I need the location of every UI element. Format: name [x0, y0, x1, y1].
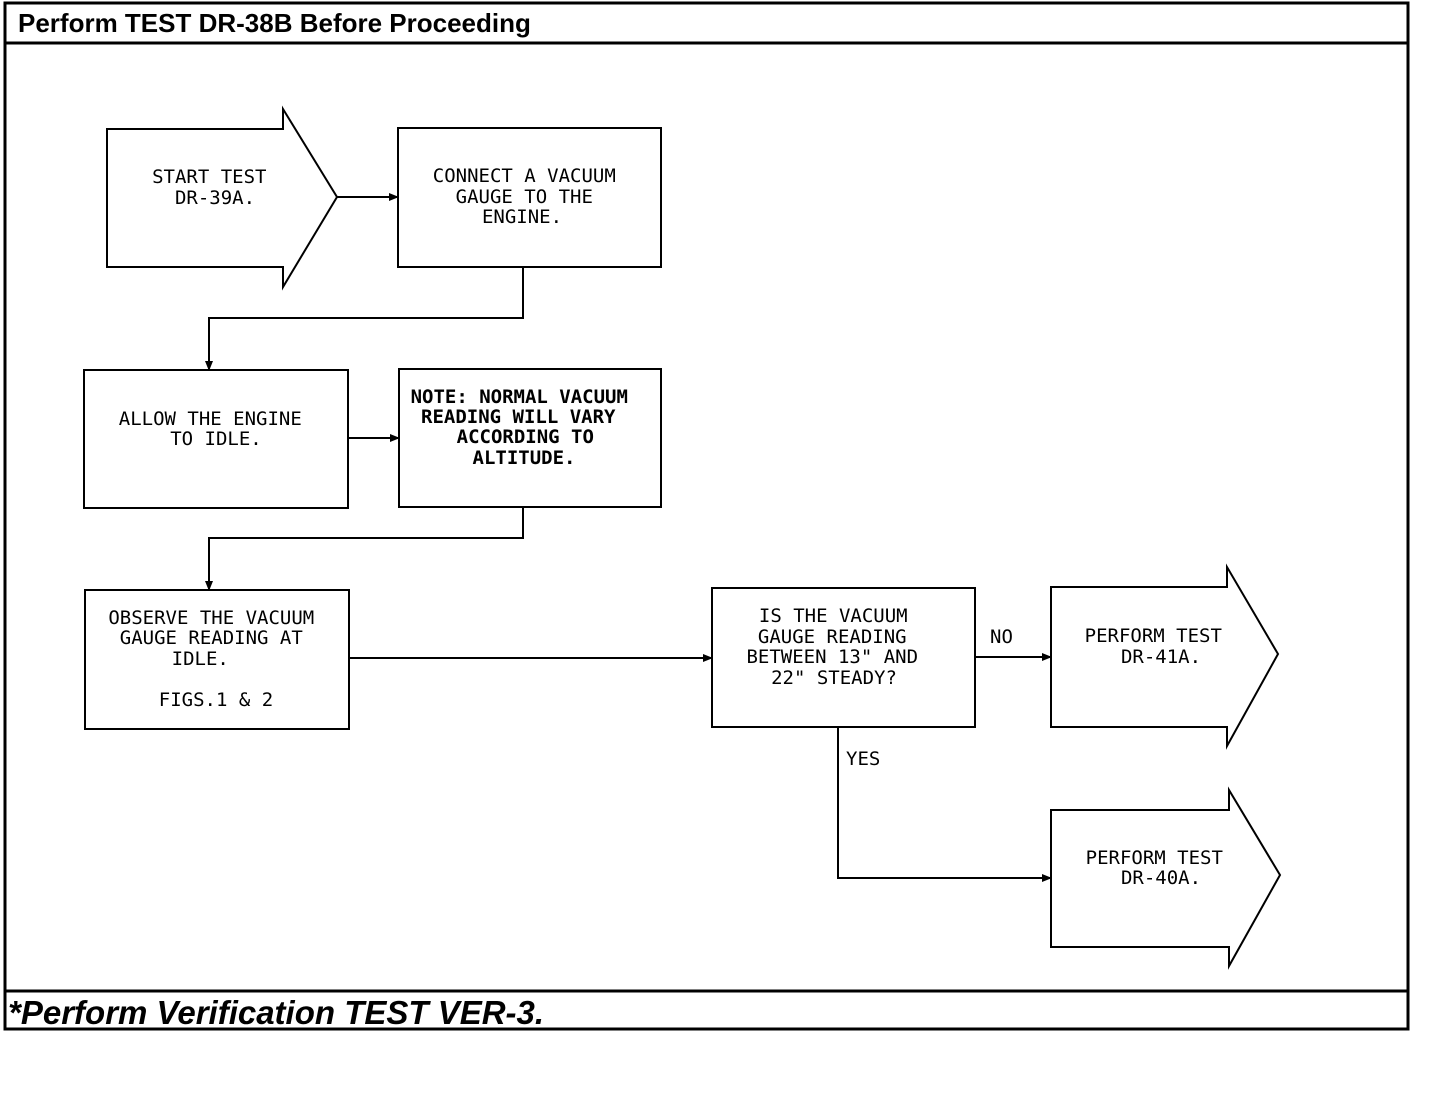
perform-dr40a-text: PERFORM TEST DR-40A. [1086, 847, 1235, 889]
decision-text: IS THE VACUUM GAUGE READING BETWEEN 13" … [746, 605, 929, 689]
start-line-2: DR-39A. [175, 187, 255, 209]
observe-line-1: OBSERVE THE VACUUM [108, 607, 314, 629]
note-box [398, 368, 662, 508]
yes-label: YES [846, 748, 880, 770]
note-line-1: NOTE: NORMAL VACUUM [411, 386, 628, 408]
outer-frame [3, 1, 1410, 1031]
start-test-arrow [106, 105, 339, 291]
dr41-line-1: PERFORM TEST [1085, 625, 1222, 647]
idle-line-2: TO IDLE. [170, 428, 262, 450]
start-line-1: START TEST [152, 166, 266, 188]
dr40-line-1: PERFORM TEST [1086, 847, 1223, 869]
allow-idle-text: ALLOW THE ENGINE TO IDLE. [119, 408, 313, 450]
decision-line-4: 22" STEADY? [771, 667, 897, 689]
header-title: Perform TEST DR-38B Before Proceeding [18, 8, 531, 38]
note-line-4: ALTITUDE. [473, 447, 576, 469]
decision-line-2: GAUGE READING [758, 626, 907, 648]
connect-gauge-text: CONNECT A VACUUM GAUGE TO THE ENGINE. [433, 165, 627, 228]
connect-line-1: CONNECT A VACUUM [433, 165, 616, 187]
start-test-text: START TEST DR-39A. [152, 166, 278, 209]
connect-line-2: GAUGE TO THE [456, 186, 593, 208]
no-label: NO [990, 626, 1013, 648]
perform-dr41a-text: PERFORM TEST DR-41A. [1085, 625, 1234, 668]
decision-line-1: IS THE VACUUM [759, 605, 908, 627]
edge-connect-to-idle [205, 267, 524, 371]
observe-line-5: FIGS.1 & 2 [159, 689, 273, 711]
allow-idle-box [83, 369, 349, 509]
observe-reading-box [84, 589, 350, 730]
observe-line-2: GAUGE READING AT [120, 627, 303, 649]
note-line-2: READING WILL VARY [421, 406, 616, 428]
connect-line-3: ENGINE. [482, 206, 562, 228]
perform-dr41a-arrow [1050, 563, 1280, 750]
decision-line-3: BETWEEN 13" AND [746, 646, 918, 668]
decision-box [711, 587, 976, 728]
observe-reading-text: OBSERVE THE VACUUM GAUGE READING AT IDLE… [108, 607, 325, 711]
edge-note-to-observe [205, 507, 524, 591]
note-line-3: ACCORDING TO [457, 426, 594, 448]
dr41-line-2: DR-41A. [1121, 646, 1201, 668]
edge-decision-yes [837, 727, 1052, 882]
perform-dr40a-arrow [1050, 786, 1282, 970]
footer-note: *Perform Verification TEST VER-3. [8, 994, 544, 1031]
note-text: NOTE: NORMAL VACUUM READING WILL VARY AC… [411, 386, 640, 469]
idle-line-1: ALLOW THE ENGINE [119, 408, 302, 430]
observe-line-3: IDLE. [172, 648, 229, 670]
dr40-line-2: DR-40A. [1121, 867, 1201, 889]
